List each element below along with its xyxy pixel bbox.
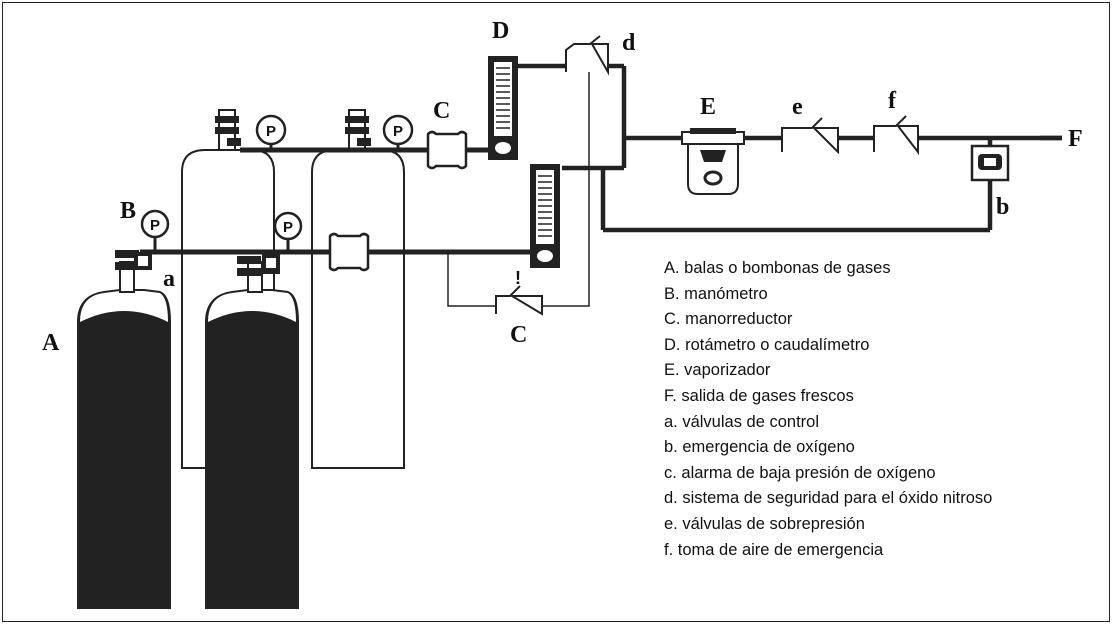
legend-item: C. manorreductor [664, 310, 793, 329]
label-e: e [792, 94, 803, 120]
pressure-reducer-lower [328, 232, 370, 272]
label-d: d [622, 30, 636, 56]
legend-item: B. manómetro [664, 284, 768, 303]
legend-item: A. balas o bombonas de gases [664, 259, 891, 277]
front-cylinder-2 [205, 289, 299, 609]
legend-item: f. toma de aire de emergencia [664, 540, 884, 559]
legend-item: F. salida de gases frescos [664, 386, 854, 405]
gauge-letter: P [393, 123, 403, 140]
label-a: a [163, 266, 175, 292]
gauge-letter: P [283, 219, 293, 236]
legend-item: E. vaporizador [664, 361, 771, 380]
label-D: D [492, 18, 509, 44]
manometer-gauge-upper-1: P [255, 114, 287, 150]
vaporizer [681, 128, 745, 195]
low-oxygen-alarm: ! [447, 168, 590, 316]
manometer-gauge-upper-2: P [382, 114, 414, 150]
label-B: B [120, 198, 136, 224]
legend-item: d. sistema de seguridad para el óxido ni… [664, 489, 993, 508]
manometer-gauge-lower-2: P [273, 211, 303, 252]
nitrous-oxide-safety-device [565, 35, 609, 168]
emergency-air-intake [873, 115, 919, 155]
legend-item: D. rotámetro o caudalímetro [664, 335, 870, 354]
gauge-letter: P [266, 123, 276, 140]
flowmeter-rotameter-lower [530, 164, 560, 268]
oxygen-flush-valve [970, 144, 1010, 182]
label-C-lower: C [510, 322, 527, 348]
pressure-reducer-upper [426, 130, 468, 170]
label-A: A [42, 330, 60, 356]
label-b: b [996, 194, 1009, 220]
legend-item: e. válvulas de sobrepresión [664, 514, 865, 533]
gauge-letter: P [150, 217, 160, 234]
alarm-mark: ! [515, 268, 521, 288]
control-valve-front-2 [237, 254, 280, 293]
label-C-upper: C [433, 98, 450, 124]
legend: A. balas o bombonas de gases B. manómetr… [664, 256, 992, 563]
back-cylinder-2-valve [345, 109, 371, 151]
control-valve-front-1 [115, 250, 152, 293]
legend-item: c. alarma de baja presión de oxígeno [664, 463, 936, 482]
upper-outlet-pipes [518, 63, 1062, 233]
flowmeter-rotameter-upper [488, 56, 518, 160]
legend-item: a. válvulas de control [664, 412, 820, 431]
label-F: F [1068, 126, 1083, 152]
overpressure-valve [781, 117, 839, 155]
label-f: f [888, 88, 897, 114]
legend-item: b. emergencia de oxígeno [664, 438, 855, 457]
back-cylinder-2 [311, 149, 405, 469]
label-E: E [700, 94, 716, 120]
back-cylinder-1-valve [215, 109, 241, 151]
manometer-gauge-lower-1: P [140, 209, 170, 252]
front-cylinder-1 [77, 289, 171, 609]
